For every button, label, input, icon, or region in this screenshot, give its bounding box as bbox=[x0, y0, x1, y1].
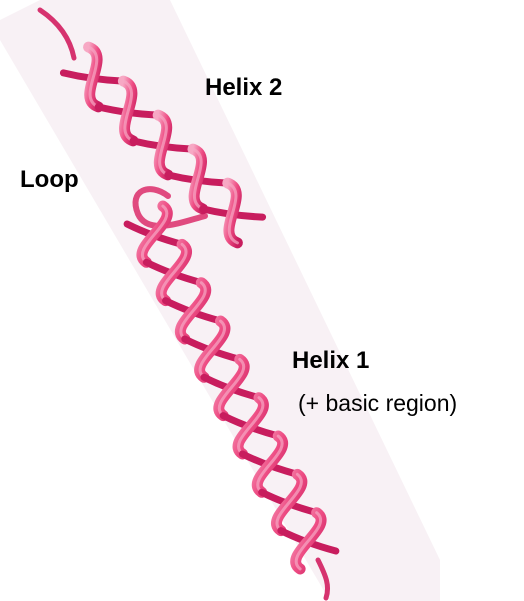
helix-1-label: Helix 1 bbox=[292, 349, 369, 373]
loop-label: Loop bbox=[20, 168, 79, 192]
helix-2-label: Helix 2 bbox=[205, 76, 282, 100]
basic-region-label: (+ basic region) bbox=[298, 392, 457, 415]
